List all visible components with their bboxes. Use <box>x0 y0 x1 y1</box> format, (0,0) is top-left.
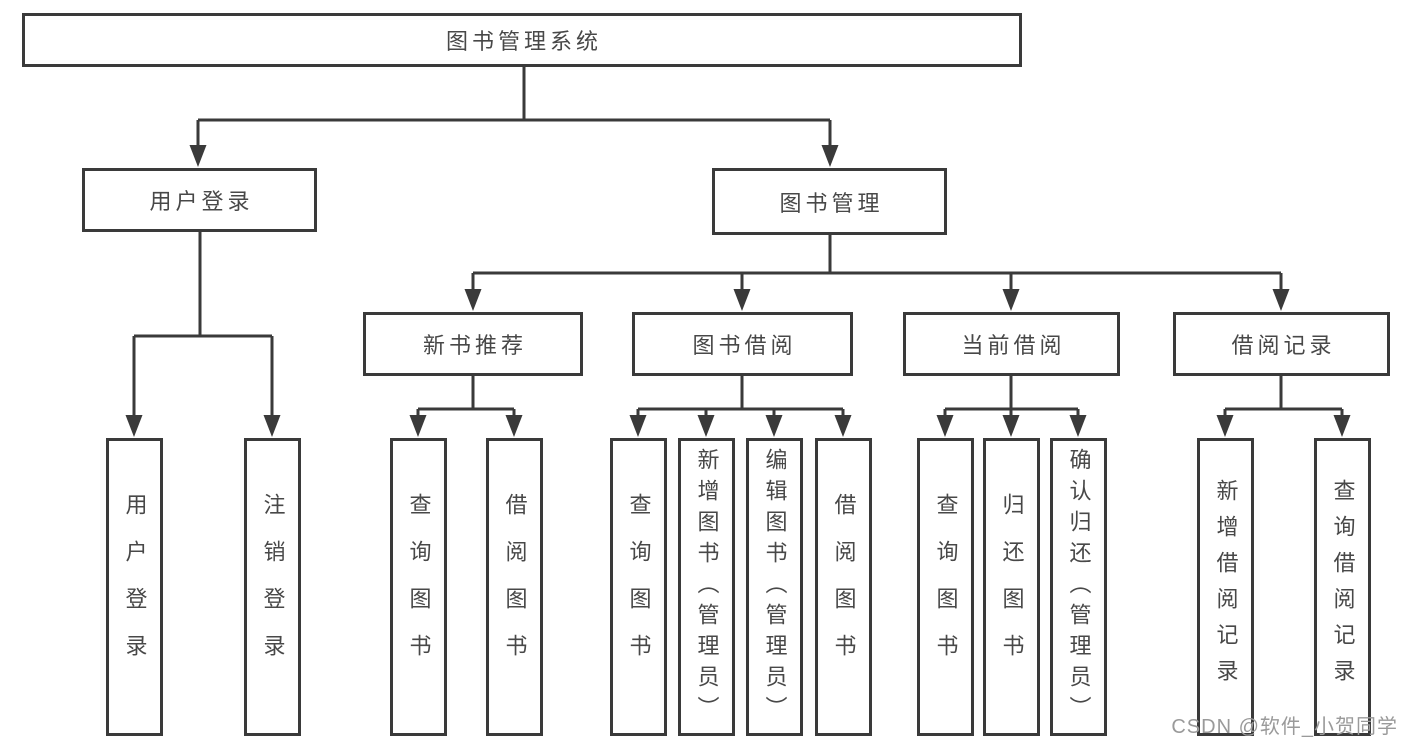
arrowhead-icon <box>1272 289 1290 311</box>
node-label: 编辑图书（管理员） <box>762 447 788 727</box>
arrowhead-icon <box>125 415 143 437</box>
arrowhead-icon <box>409 415 427 437</box>
arrowhead-icon <box>936 415 954 437</box>
arrowhead-icon <box>629 415 647 437</box>
node-label: 查询图书 <box>406 493 432 681</box>
arrowhead-icon <box>834 415 852 437</box>
node-label: 新增借阅记录 <box>1213 479 1239 695</box>
node-label: 查询图书 <box>933 493 959 681</box>
node-rec-query-books: 查询图书 <box>390 438 447 736</box>
node-records-query-record: 查询借阅记录 <box>1314 438 1371 736</box>
node-leaf-user-login: 用户登录 <box>106 438 163 736</box>
node-label: 归还图书 <box>999 493 1025 681</box>
node-borrow-query-books: 查询图书 <box>610 438 667 736</box>
node-label: 查询借阅记录 <box>1330 479 1356 695</box>
arrowhead-icon <box>189 145 207 167</box>
node-label: 新增图书（管理员） <box>694 447 720 727</box>
node-borrowing-records: 借阅记录 <box>1173 312 1390 376</box>
arrowhead-icon <box>1333 415 1351 437</box>
node-label: 图书管理 <box>779 190 884 216</box>
node-borrow-borrow-books: 借阅图书 <box>815 438 872 736</box>
node-label: 借阅图书 <box>502 493 528 681</box>
node-records-add-record: 新增借阅记录 <box>1197 438 1254 736</box>
node-leaf-logout: 注销登录 <box>244 438 301 736</box>
arrowhead-icon <box>464 289 482 311</box>
arrowhead-icon <box>263 415 281 437</box>
watermark-text: CSDN @软件_小贺同学 <box>1171 716 1398 738</box>
arrowhead-icon <box>1216 415 1234 437</box>
node-label: 当前借阅 <box>961 333 1066 358</box>
node-label: 用户登录 <box>122 493 148 681</box>
node-label: 借阅记录 <box>1231 333 1336 358</box>
node-book-management: 图书管理 <box>712 168 947 235</box>
arrowhead-icon <box>505 415 523 437</box>
arrowhead-icon <box>1069 415 1087 437</box>
node-borrow-add-books-admin: 新增图书（管理员） <box>678 438 735 736</box>
arrowhead-icon <box>1002 289 1020 311</box>
arrowhead-icon <box>697 415 715 437</box>
node-label: 借阅图书 <box>831 493 857 681</box>
node-book-borrowing: 图书借阅 <box>632 312 853 376</box>
arrowhead-icon <box>1002 415 1020 437</box>
node-label: 确认归还（管理员） <box>1066 447 1092 727</box>
node-current-borrowing: 当前借阅 <box>903 312 1120 376</box>
arrowhead-icon <box>821 145 839 167</box>
arrowhead-icon <box>765 415 783 437</box>
node-user-login: 用户登录 <box>82 168 317 232</box>
node-rec-borrow-books: 借阅图书 <box>486 438 543 736</box>
node-label: 用户登录 <box>149 189 254 214</box>
node-current-query-books: 查询图书 <box>917 438 974 736</box>
node-root: 图书管理系统 <box>22 13 1022 67</box>
node-label: 图书管理系统 <box>445 29 602 54</box>
node-label: 新书推荐 <box>422 333 527 358</box>
node-label: 查询图书 <box>626 493 652 681</box>
node-label: 图书借阅 <box>692 333 797 358</box>
node-current-confirm-return-admin: 确认归还（管理员） <box>1050 438 1107 736</box>
node-borrow-edit-books-admin: 编辑图书（管理员） <box>746 438 803 736</box>
node-label: 注销登录 <box>260 493 286 681</box>
node-current-return-books: 归还图书 <box>983 438 1040 736</box>
node-new-book-recommend: 新书推荐 <box>363 312 583 376</box>
arrowhead-icon <box>733 289 751 311</box>
